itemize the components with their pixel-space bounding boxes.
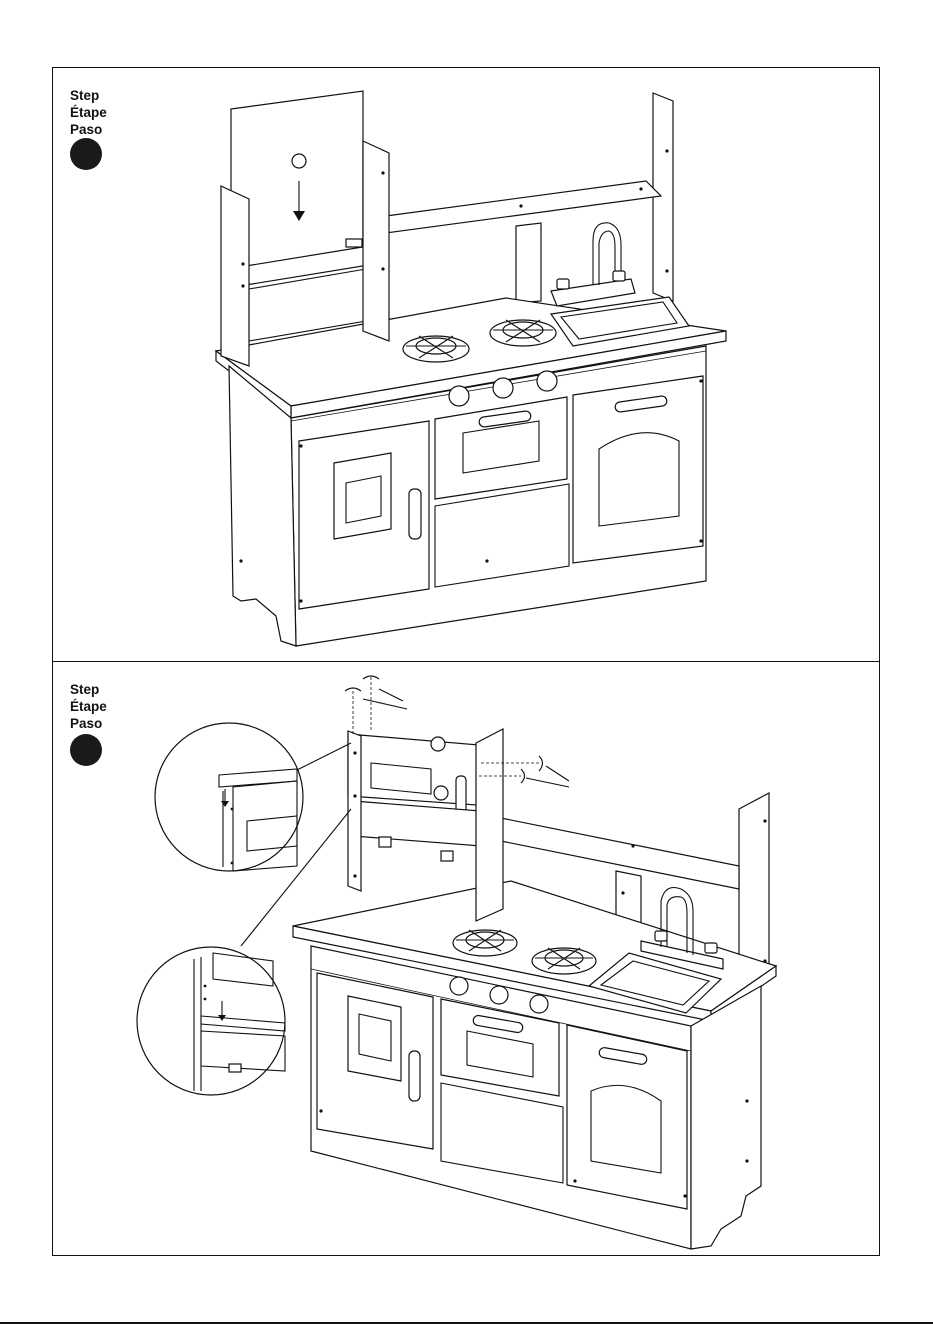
kitchen-assembly-figure-1: [53, 68, 879, 661]
knob-2: [493, 378, 513, 398]
knob-1: [449, 386, 469, 406]
knob-2: [490, 986, 508, 1004]
top-panel-hole: [431, 737, 445, 751]
burner-left: [403, 336, 469, 362]
top-panel-being-installed: [231, 91, 363, 271]
knob-3: [530, 995, 548, 1013]
middle-upright-panel: [363, 141, 389, 341]
shelf-bracket: [346, 239, 362, 247]
burner-right: [490, 320, 556, 346]
burner-right: [532, 948, 596, 974]
step-panel-2: Step Étape Paso: [52, 661, 880, 1256]
faucet-tap-right: [613, 271, 625, 281]
middle-upright-panel: [476, 729, 503, 921]
sink-support-panel: [516, 223, 541, 303]
burner-left: [453, 930, 517, 956]
detail-callout-upper: [155, 723, 303, 871]
top-cabinet-front: [348, 734, 491, 806]
left-upright-panel: [221, 186, 249, 366]
faucet-tap-right: [705, 943, 717, 953]
cabinet-side: [691, 986, 761, 1249]
left-door-handle: [409, 1051, 420, 1101]
top-panel-hole: [292, 154, 306, 168]
detail-callout-lower: [137, 947, 285, 1095]
faucet-tap-left: [655, 931, 667, 941]
left-door-handle: [409, 489, 421, 539]
kitchen-assembly-figure-2: [53, 662, 879, 1255]
faucet-tap-left: [557, 279, 569, 289]
screw-rotation-icon-3: [539, 756, 543, 771]
left-door-window: [334, 453, 391, 539]
knob-3: [537, 371, 557, 391]
knob-1: [450, 977, 468, 995]
screw-rotation-icon-1: [345, 688, 361, 691]
screw-rotation-icon-4: [521, 769, 525, 783]
left-door-window: [348, 996, 401, 1081]
upper-shelf-bar: [491, 816, 739, 889]
step-panel-1: Step Étape Paso: [52, 67, 880, 662]
